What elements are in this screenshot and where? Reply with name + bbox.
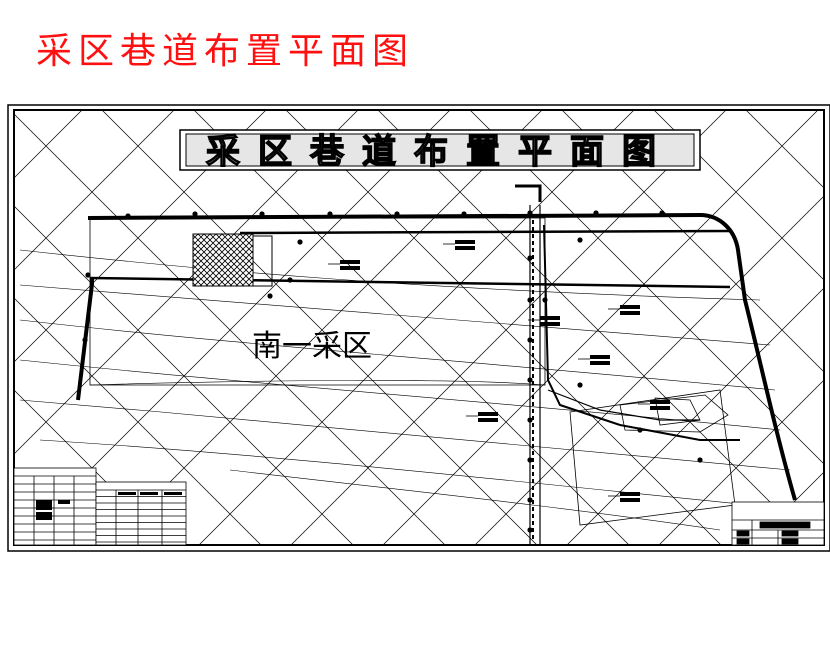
area-label: 南一采区 bbox=[252, 329, 372, 364]
hatched-block bbox=[192, 233, 254, 287]
annotation-tags bbox=[328, 240, 670, 502]
survey-points bbox=[82, 210, 703, 533]
main-roadways bbox=[76, 184, 797, 545]
coordinate-grid bbox=[14, 110, 824, 545]
drawing-banner-title: 采区巷道布置平面图 bbox=[206, 132, 674, 172]
title-block bbox=[731, 501, 825, 546]
drawing-inner-frame bbox=[13, 109, 825, 546]
legend-tables bbox=[13, 467, 187, 546]
page-title: 采区巷道布置平面图 bbox=[36, 31, 415, 72]
drawing-banner: 采区巷道布置平面图 bbox=[179, 129, 701, 173]
drawing-outer-frame bbox=[7, 104, 830, 552]
